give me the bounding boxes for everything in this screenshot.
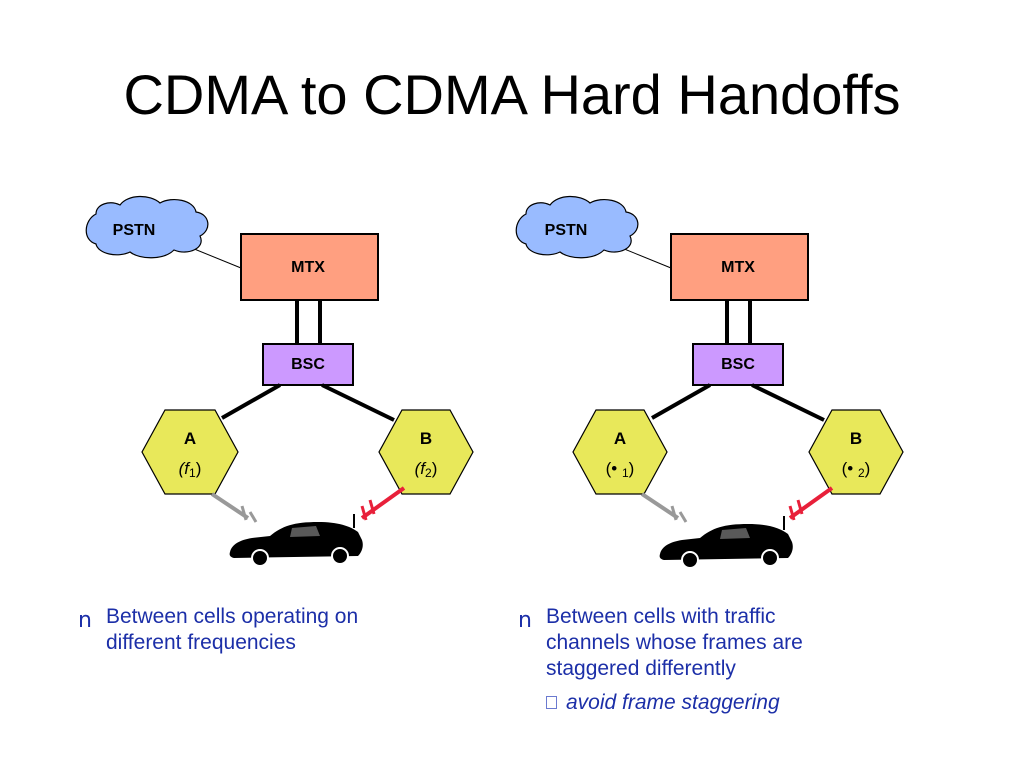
pstn-label: PSTN [545, 222, 588, 239]
weak-radio-link [210, 492, 258, 523]
bullet-marker-icon: n [518, 608, 532, 633]
cell-a-frequency: (f1) [179, 459, 202, 480]
diagram-right: PSTN MTX BSC A (• 1) B (• 2) [515, 195, 904, 569]
cell-b-frequency: (f2) [415, 459, 438, 480]
bsc-cell-b-link [751, 383, 825, 422]
bsc-label: BSC [721, 356, 755, 373]
weak-radio-link [640, 492, 688, 523]
bullet-left-line1: Between cells operating on [106, 605, 359, 628]
cell-a-name: A [184, 429, 196, 448]
bsc-cell-b-link [321, 383, 395, 422]
bullet-right-line3: staggered differently [546, 657, 736, 680]
bullet-right: n Between cells with traffic channels wh… [518, 604, 906, 716]
sub-bullet: avoid frame staggering [546, 690, 906, 716]
car-icon [658, 516, 794, 569]
bsc-cell-a-link [221, 383, 281, 420]
cell-b-hexagon: B (f2) [378, 409, 474, 495]
mtx-box: MTX [240, 233, 379, 301]
bsc-box: BSC [692, 343, 784, 386]
strong-radio-link [788, 486, 834, 521]
mtx-box: MTX [670, 233, 809, 301]
slide-title: CDMA to CDMA Hard Handoffs [123, 63, 901, 126]
bullet-left-line2: different frequencies [106, 631, 296, 654]
cell-b-hexagon: B (• 2) [808, 409, 904, 495]
mtx-label: MTX [721, 259, 755, 276]
bsc-label: BSC [291, 356, 325, 373]
cell-b-name: B [850, 429, 862, 448]
bullet-left: n Between cells operating on different f… [78, 604, 446, 656]
strong-radio-link [360, 486, 406, 521]
car-icon [228, 514, 364, 567]
bsc-cell-a-link [651, 383, 711, 420]
bsc-box: BSC [262, 343, 354, 386]
cell-a-hexagon: A (• 1) [572, 409, 668, 495]
cell-a-hexagon: A (f1) [141, 409, 239, 495]
pstn-cloud: PSTN [515, 195, 639, 259]
diagram-left: PSTN MTX BSC A (f1) B (f2) [85, 195, 474, 567]
bullet-right-line2: channels whose frames are [546, 631, 803, 654]
cell-a-name: A [614, 429, 626, 448]
bullet-right-line1: Between cells with traffic [546, 605, 776, 628]
cell-a-frame-offset: (• 1) [606, 459, 635, 480]
cell-b-name: B [420, 429, 432, 448]
pstn-label: PSTN [113, 222, 156, 239]
sub-bullet-box-icon [546, 696, 557, 709]
sub-bullet-text: avoid frame staggering [566, 691, 780, 714]
pstn-cloud: PSTN [85, 195, 209, 259]
bullet-marker-icon: n [78, 608, 92, 633]
mtx-label: MTX [291, 259, 325, 276]
cell-b-frame-offset: (• 2) [842, 459, 871, 480]
